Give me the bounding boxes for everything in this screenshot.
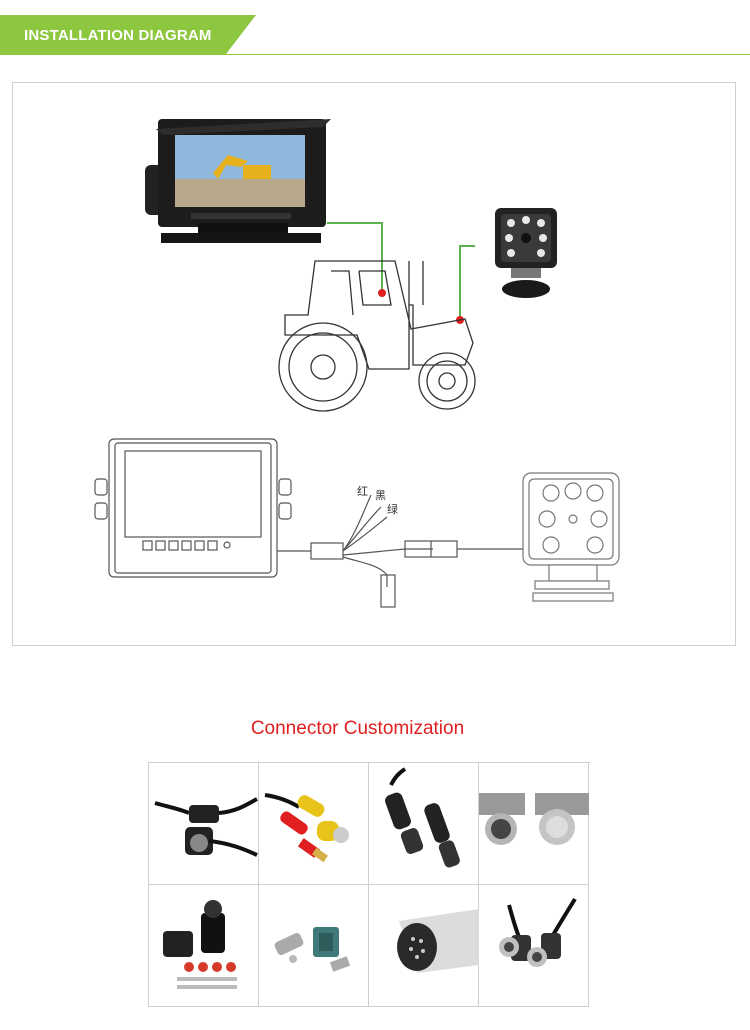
installation-diagram: 红 黑 绿 (12, 82, 736, 646)
superseal-connector-icon (163, 900, 237, 989)
connector-cell (369, 885, 479, 1007)
connector-cell (479, 885, 589, 1007)
tractor-outline (278, 260, 476, 412)
camera-drawing (522, 472, 620, 602)
waterproof-plug-icon (385, 767, 460, 868)
mini-din-connector-icon (479, 793, 589, 845)
connector-cell (149, 885, 259, 1007)
connector-section-title: Connector Customization (250, 718, 465, 739)
aviation-connector-icon (154, 797, 258, 857)
connector-cell (259, 763, 369, 885)
monitor-photo (145, 119, 331, 243)
connector-cell (479, 763, 589, 885)
section-banner (0, 15, 256, 55)
connector-grid (148, 762, 590, 1007)
black-wire-label: 黑 (375, 489, 386, 502)
bnc-connector-icon (499, 897, 577, 967)
monitor-drawing (94, 438, 292, 578)
red-wire-label: 红 (357, 485, 368, 498)
camera-photo (495, 208, 557, 298)
fakra-connector-icon (274, 927, 351, 972)
connector-cell (369, 763, 479, 885)
rca-connector-icon (264, 793, 349, 863)
round-pin-connector-icon (397, 909, 479, 973)
connector-cell (149, 763, 259, 885)
banner-divider (0, 54, 750, 55)
connector-cell (259, 885, 369, 1007)
banner-title: INSTALLATION DIAGRAM (24, 27, 212, 44)
green-wire-label: 绿 (387, 502, 398, 516)
